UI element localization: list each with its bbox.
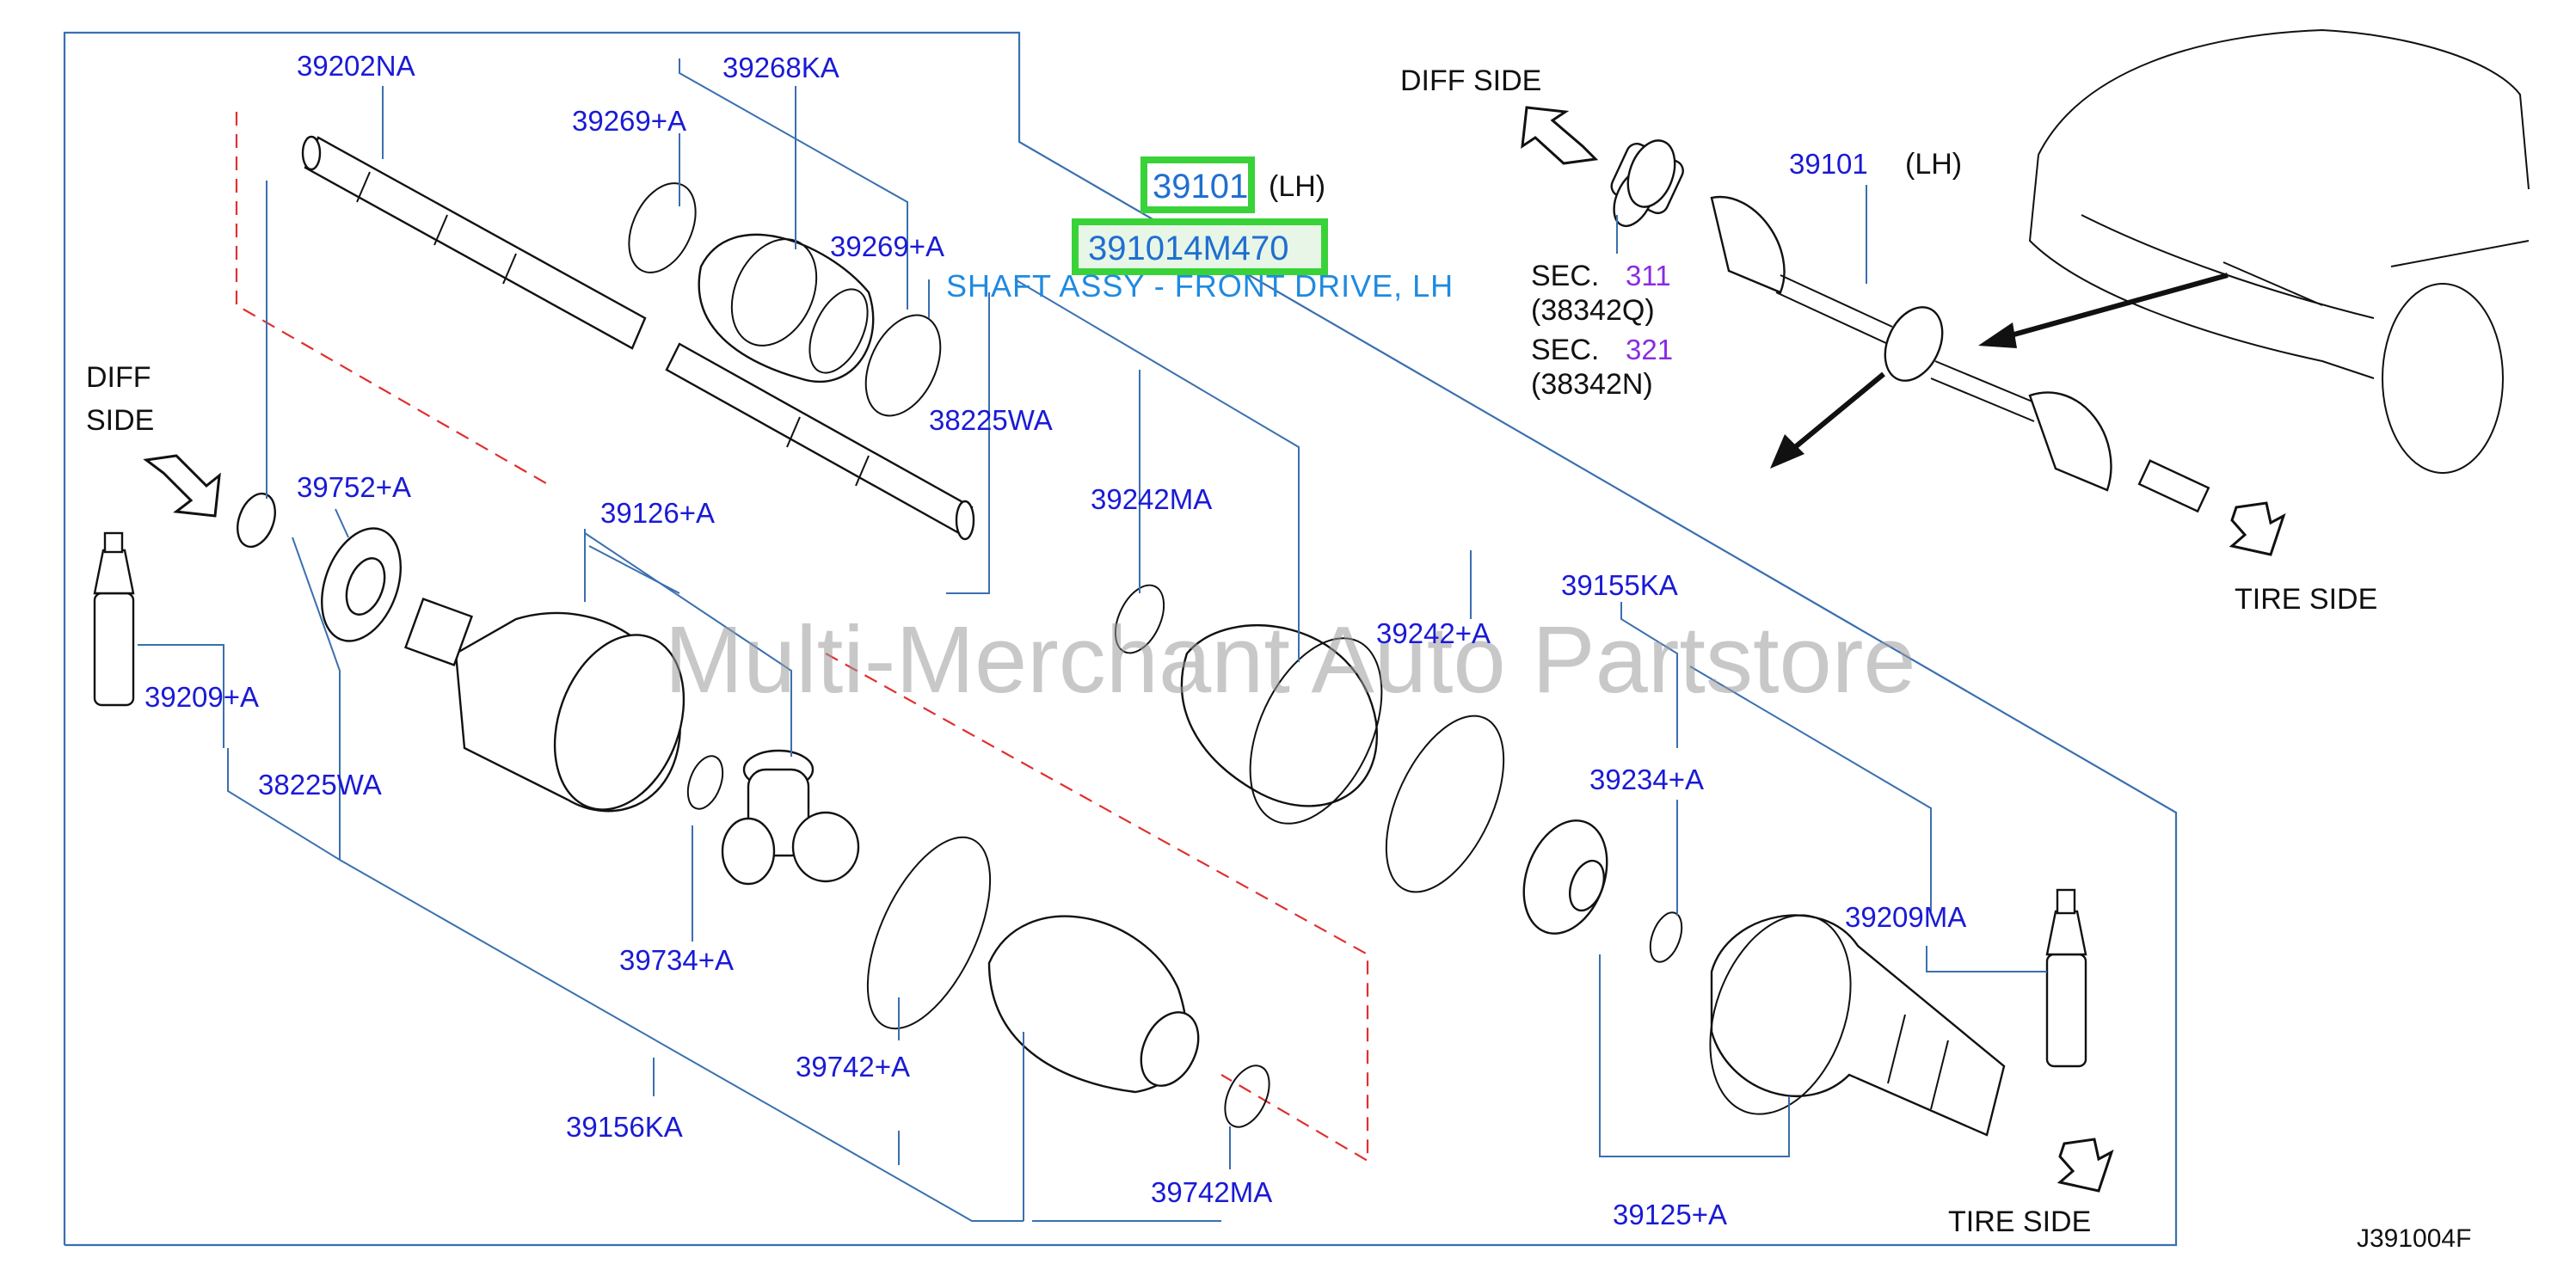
boot-band-small	[1224, 1064, 1270, 1128]
outer-joint	[1709, 914, 2006, 1137]
part-description: SHAFT ASSY - FRONT DRIVE, LH	[946, 268, 1454, 304]
leader-lines	[138, 58, 2047, 1222]
callout-39752A[interactable]: 39752+A	[297, 471, 411, 503]
callout-39269A-lower[interactable]: 39269+A	[830, 230, 944, 262]
callout-39126A[interactable]: 39126+A	[600, 497, 715, 529]
callout-39268KA[interactable]: 39268KA	[722, 52, 839, 83]
assembly-frame	[63, 31, 2178, 1247]
diff-side-label-inset: DIFF SIDE	[1400, 64, 1541, 97]
axle-shaft-section	[665, 342, 975, 541]
diff-side-arrow-inset	[1521, 106, 1599, 165]
bearing-ring	[320, 527, 403, 642]
inner-boot	[698, 233, 875, 383]
circlip	[1649, 911, 1683, 963]
intermediate-shaft	[301, 135, 647, 350]
tire-side-arrow-bottom	[2056, 1138, 2114, 1193]
callout-39209MA[interactable]: 39209MA	[1845, 901, 1966, 933]
diagram-code: J391004F	[2357, 1224, 2471, 1253]
inset-side: (LH)	[1905, 148, 1962, 181]
outer-boot	[1180, 624, 1383, 825]
tire-side-label-bottom: TIRE SIDE	[1948, 1205, 2091, 1238]
callout-39734A[interactable]: 39734+A	[619, 944, 734, 976]
inner-joint-subassembly-outline	[825, 653, 1369, 1163]
callout-39202NA[interactable]: 39202NA	[297, 50, 415, 82]
diff-side-label-line2: SIDE	[86, 404, 154, 437]
callout-38225WA-left[interactable]: 38225WA	[258, 769, 382, 801]
callout-39242A[interactable]: 39242+A	[1376, 617, 1491, 649]
grease-tube-left	[93, 531, 135, 707]
dust-seal	[237, 492, 276, 549]
vehicle-outline	[2028, 28, 2530, 474]
callout-39742A[interactable]: 39742+A	[796, 1051, 910, 1083]
oem-number-box	[1072, 218, 1328, 275]
boot-band-outer-large	[1385, 715, 1505, 893]
inset-halfshaft	[1610, 139, 2210, 513]
diff-side-label-line1: DIFF	[86, 361, 151, 394]
highlight-part-number-box	[1140, 156, 1255, 213]
watermark: Multi-Merchant Auto Partstore	[664, 607, 1915, 713]
inner-boot-lower	[987, 915, 1200, 1094]
callout-39242MA[interactable]: 39242MA	[1091, 483, 1212, 515]
snap-ring	[686, 755, 724, 810]
callout-39125A[interactable]: 39125+A	[1613, 1199, 1727, 1230]
highlight-side: (LH)	[1269, 170, 1325, 203]
diff-side-arrow-left	[143, 454, 221, 518]
tire-side-arrow-inset	[2229, 501, 2286, 556]
sec-b-number[interactable]: 321	[1626, 334, 1673, 365]
shaft-subassembly-outline	[235, 112, 551, 487]
spider-assembly	[721, 749, 860, 886]
sec-b-ref: (38342N)	[1531, 368, 1653, 401]
sec-a-ref: (38342Q)	[1531, 294, 1655, 327]
ball-cage	[1522, 819, 1608, 935]
sec-a-number[interactable]: 311	[1626, 260, 1671, 291]
callout-39269A-upper[interactable]: 39269+A	[572, 105, 686, 137]
inset-pointer-arrows	[1616, 185, 2323, 469]
boot-band-outer-small	[1114, 584, 1165, 654]
oem-number[interactable]: 391014M470	[1088, 230, 1289, 267]
boot-band-inner	[866, 836, 992, 1030]
callout-39156KA[interactable]: 39156KA	[566, 1111, 683, 1143]
inset-part-number[interactable]: 39101	[1789, 148, 1868, 180]
grease-tube-right	[2045, 888, 2087, 1068]
callout-39209A[interactable]: 39209+A	[144, 681, 259, 713]
callout-39742MA[interactable]: 39742MA	[1151, 1176, 1272, 1208]
callout-39234A[interactable]: 39234+A	[1589, 764, 1704, 795]
inner-joint-housing	[404, 598, 685, 813]
sec-label-a: SEC.	[1531, 260, 1599, 292]
callout-38225WA-right[interactable]: 38225WA	[929, 404, 1053, 436]
callout-39155KA[interactable]: 39155KA	[1561, 569, 1678, 601]
sec-label-b: SEC.	[1531, 334, 1599, 366]
highlight-part-number[interactable]: 39101	[1153, 168, 1248, 206]
tire-side-label-inset: TIRE SIDE	[2235, 583, 2377, 616]
boot-band-upper	[628, 182, 942, 417]
